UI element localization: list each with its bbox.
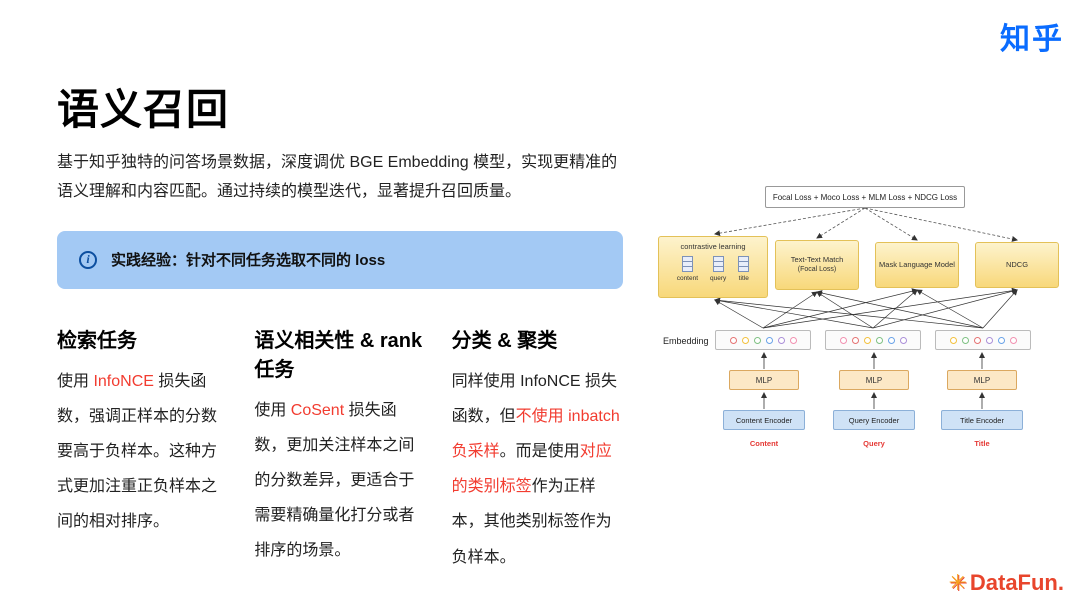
tip-banner: i 实践经验：针对不同任务选取不同的 loss — [57, 230, 623, 289]
mlp-box: MLP — [947, 370, 1017, 390]
column-body: 使用 InfoNCE 损失函数，强调正样本的分数要高于负样本。这种方式更加注重正… — [57, 372, 218, 531]
page-title: 语义召回 — [57, 86, 230, 133]
contrastive-learning-box: contrastive learning content query — [658, 236, 768, 298]
cube-icon — [738, 266, 750, 273]
column-classification-clustering: 分类 & 聚类 同样使用 InfoNCE 损失函数，但不使用 inbatch 负… — [452, 327, 623, 575]
mlp-box: MLP — [729, 370, 799, 390]
cube-icon — [712, 266, 724, 273]
column-body: 同样使用 InfoNCE 损失函数，但不使用 inbatch 负采样。而是使用对… — [451, 372, 620, 566]
datafun-logo: ✳ DataFun. — [948, 570, 1064, 596]
content-embedding-box — [715, 330, 811, 350]
query-input-label: Query — [863, 439, 885, 448]
contrastive-learning-label: contrastive learning — [680, 242, 746, 251]
page-subtitle: 基于知乎独特的问答场景数据，深度调优 BGE Embedding 模型，实现更精… — [57, 154, 618, 200]
content-cube-stack: content — [676, 256, 699, 284]
column-title: 检索任务 — [57, 329, 137, 352]
cube-icon — [681, 266, 693, 273]
column-title: 语义相关性 & rank 任务 — [254, 329, 423, 381]
title-input-label: Title — [974, 439, 990, 448]
diagram-arrows — [714, 207, 1018, 409]
title-embedding-box — [935, 330, 1031, 350]
query-encoder-box: Query Encoder — [833, 410, 915, 430]
model-architecture-diagram: Focal Loss + Moco Loss + MLM Loss + NDCG… — [653, 180, 1065, 480]
content-left: 语义召回 基于知乎独特的问答场景数据，深度调优 BGE Embedding 模型… — [57, 76, 623, 575]
embedding-label: Embedding — [663, 336, 709, 346]
title-encoder-box: Title Encoder — [941, 410, 1023, 430]
task-sublabel: (Focal Loss) — [797, 266, 837, 274]
column-title: 分类 & 聚类 — [451, 329, 558, 352]
query-embedding-box — [825, 330, 921, 350]
datafun-logo-text: DataFun. — [969, 570, 1064, 595]
task-columns: 检索任务 使用 InfoNCE 损失函数，强调正样本的分数要高于负样本。这种方式… — [57, 327, 623, 575]
mlp-box: MLP — [839, 370, 909, 390]
content-input-label: Content — [749, 439, 779, 448]
content-encoder-box: Content Encoder — [723, 410, 805, 430]
column-body: 使用 CoSent 损失函数，更加关注样本之间的分数差异，更适合于需要精确量化打… — [254, 401, 415, 560]
info-icon: i — [79, 250, 97, 269]
column-retrieval: 检索任务 使用 InfoNCE 损失函数，强调正样本的分数要高于负样本。这种方式… — [57, 327, 228, 575]
ndcg-box: NDCG — [975, 242, 1059, 288]
cube-label: content — [676, 275, 699, 283]
task-label: Text-Text Match — [790, 255, 844, 265]
zhihu-logo: 知乎 — [1000, 23, 1064, 56]
loss-summary-box: Focal Loss + Moco Loss + MLM Loss + NDCG… — [765, 186, 965, 208]
mask-language-model-box: Mask Language Model — [875, 242, 959, 288]
cube-label: query — [710, 275, 727, 283]
datafun-star-icon: ✳ — [948, 570, 967, 595]
query-cube-stack: query — [710, 256, 727, 284]
column-similarity-rank: 语义相关性 & rank 任务 使用 CoSent 损失函数，更加关注样本之间的… — [254, 327, 425, 575]
cube-row: content query title — [676, 256, 750, 284]
tip-text: 实践经验：针对不同任务选取不同的 loss — [111, 252, 386, 270]
cube-label: title — [738, 275, 749, 283]
title-cube-stack: title — [738, 256, 750, 284]
text-text-match-box: Text-Text Match (Focal Loss) — [775, 240, 859, 290]
